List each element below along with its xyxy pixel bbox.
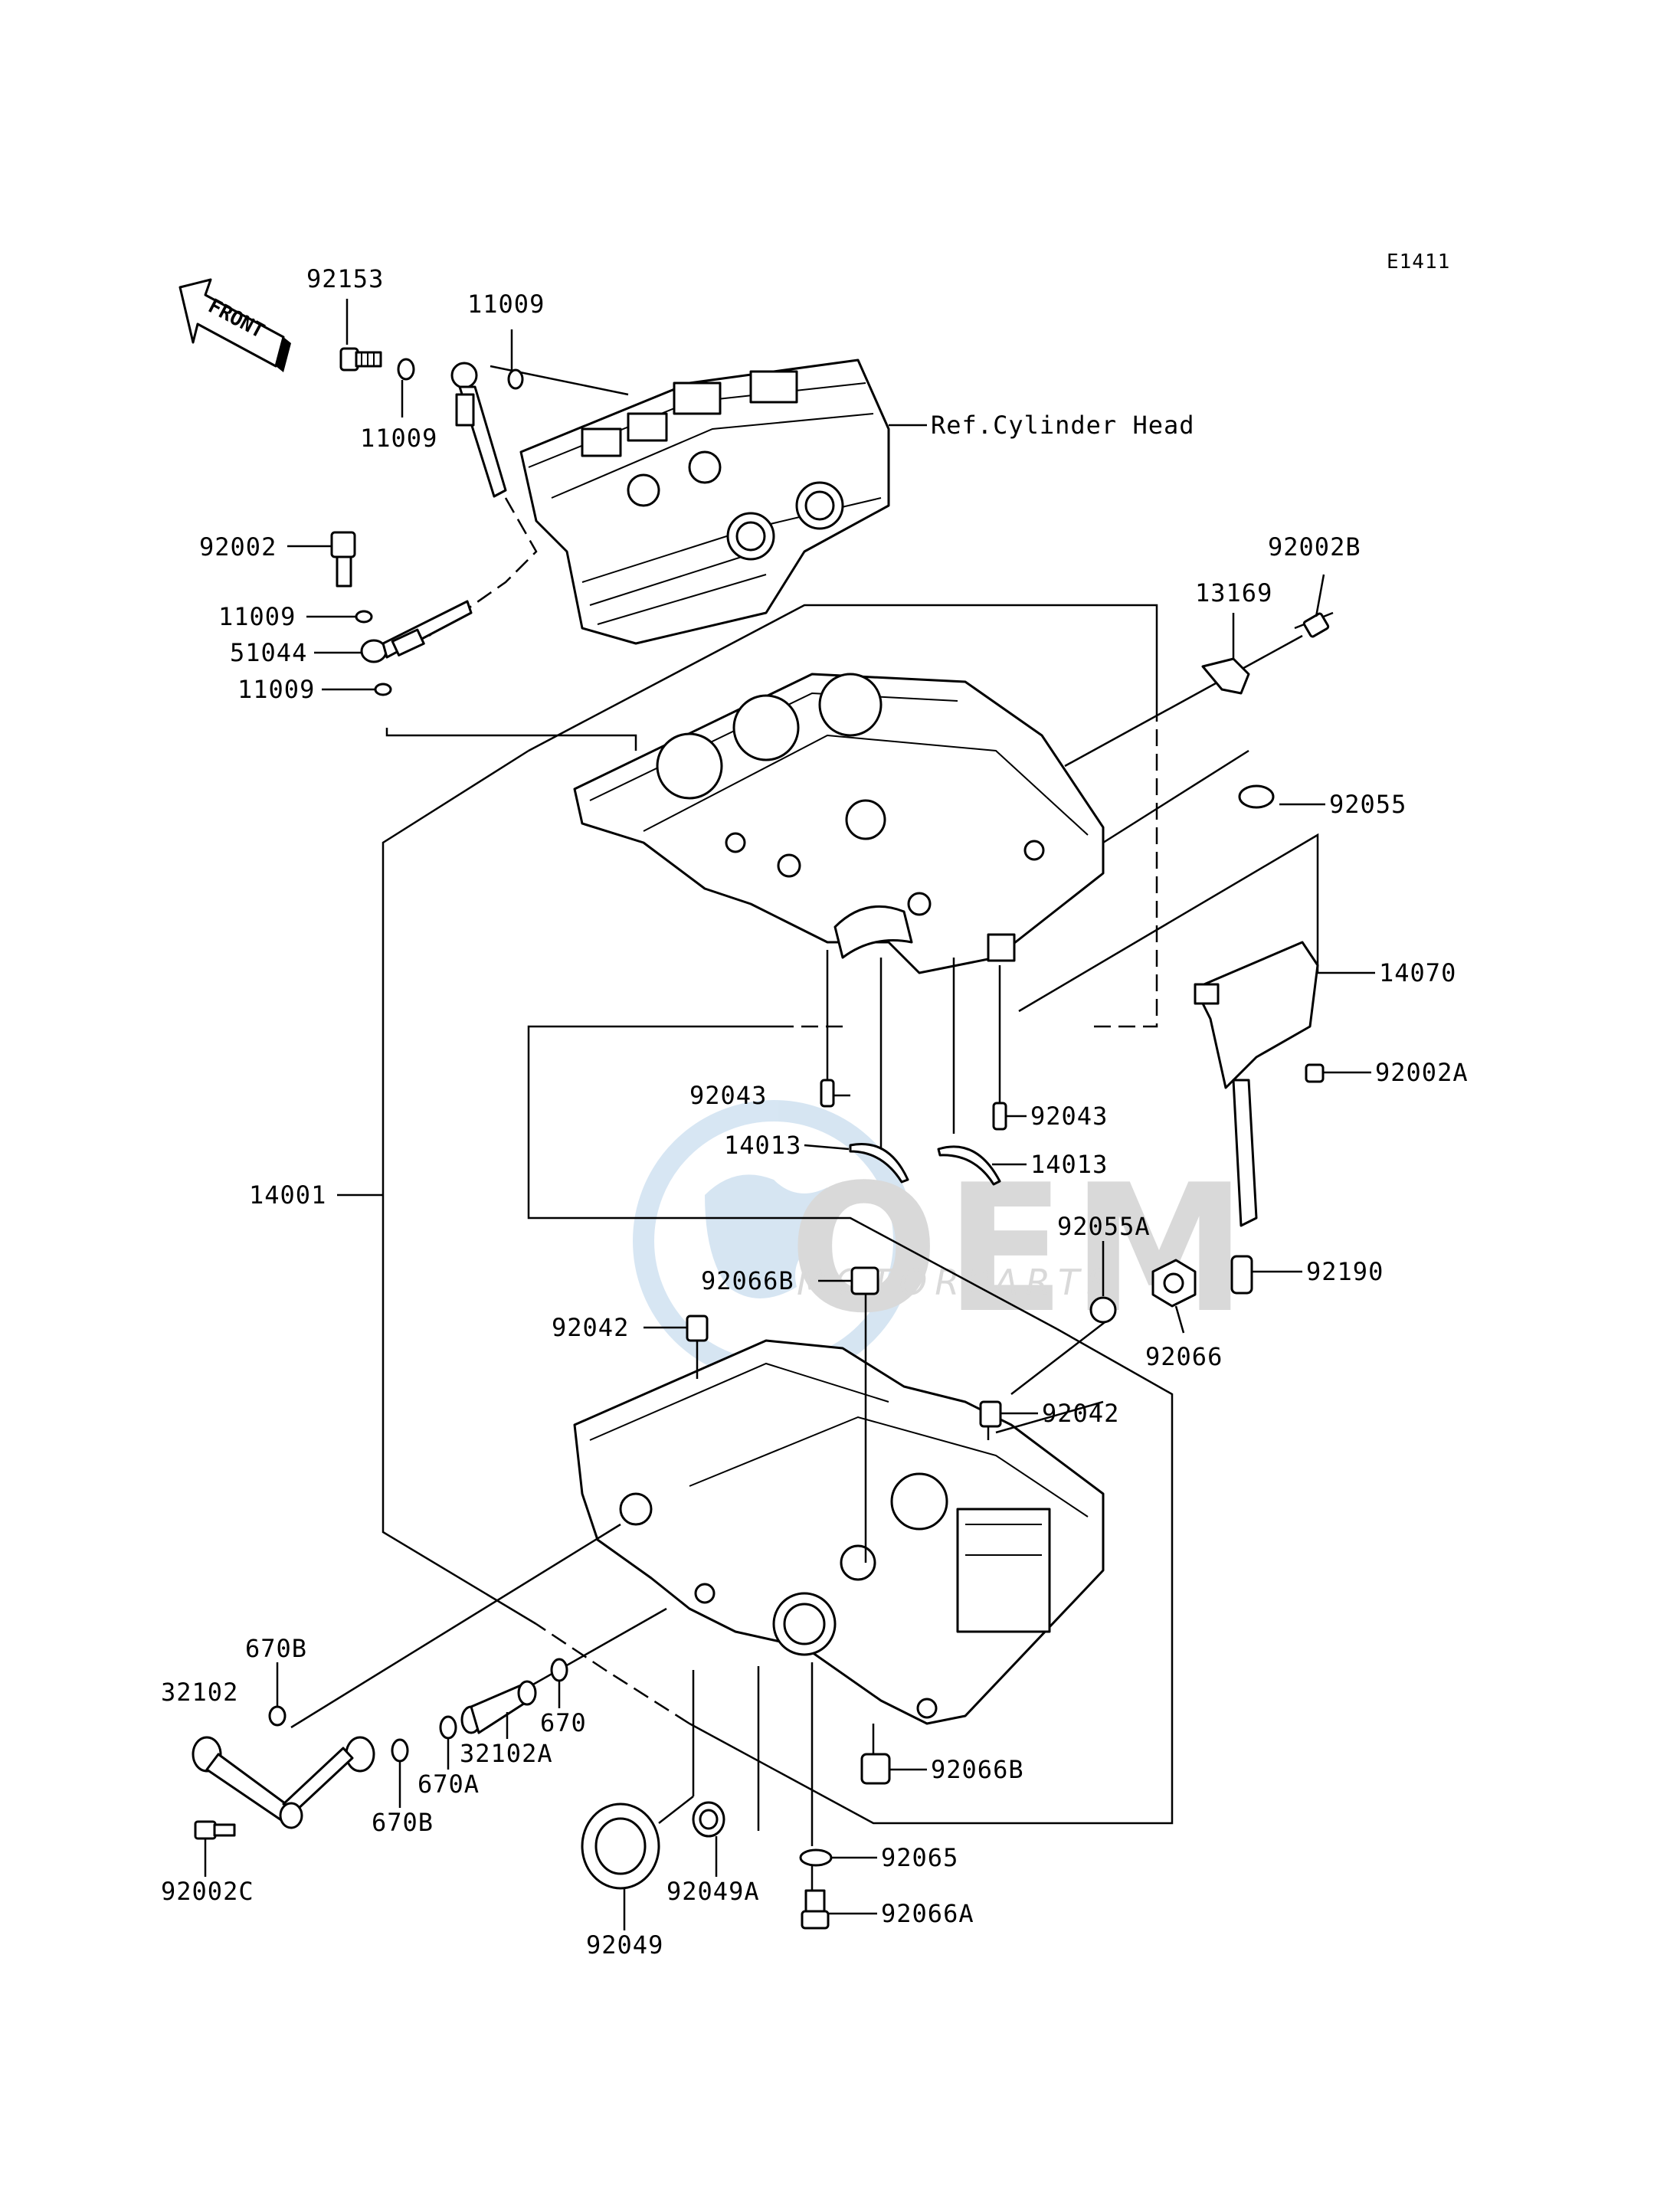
dowel-92042-left-drawing — [686, 1315, 709, 1342]
seal-92049A-drawing — [692, 1801, 725, 1838]
label-11009-b[interactable]: 11009 — [237, 675, 315, 704]
bearing-14013-left-drawing — [849, 1143, 909, 1184]
label-670[interactable]: 670 — [540, 1708, 587, 1737]
label-32102[interactable]: 32102 — [161, 1678, 238, 1707]
label-92065[interactable]: 92065 — [881, 1843, 958, 1872]
label-670B-top[interactable]: 670B — [245, 1634, 307, 1663]
pin-92043-left-drawing — [820, 1079, 835, 1108]
label-92066B-bot[interactable]: 92066B — [931, 1755, 1024, 1784]
hose-92190-drawing — [1230, 1255, 1253, 1295]
plug-92066B-top-drawing — [850, 1266, 879, 1295]
label-13169[interactable]: 13169 — [1195, 578, 1272, 607]
label-92042-left[interactable]: 92042 — [552, 1313, 629, 1342]
washer-11009-b-drawing — [374, 683, 392, 696]
bolt-92002B-drawing — [1302, 612, 1330, 638]
label-14001[interactable]: 14001 — [249, 1180, 326, 1210]
label-92002[interactable]: 92002 — [199, 532, 277, 562]
label-92055A[interactable]: 92055A — [1057, 1212, 1151, 1241]
washer-11009-top-drawing — [507, 368, 524, 390]
label-92066[interactable]: 92066 — [1145, 1342, 1223, 1371]
label-92066A[interactable]: 92066A — [881, 1899, 974, 1928]
label-92002A[interactable]: 92002A — [1375, 1058, 1469, 1087]
seal-92055-drawing — [1238, 784, 1275, 809]
pin-92043-right-drawing — [992, 1102, 1007, 1131]
label-92002C[interactable]: 92002C — [161, 1877, 254, 1906]
oring-670A-drawing — [439, 1715, 457, 1740]
washer-11009-drawing — [397, 358, 415, 381]
label-11009-mid[interactable]: 11009 — [360, 424, 437, 453]
label-92066B-top[interactable]: 92066B — [701, 1266, 794, 1295]
label-670A[interactable]: 670A — [418, 1770, 480, 1799]
label-51044[interactable]: 51044 — [230, 638, 307, 667]
label-92043-left[interactable]: 92043 — [689, 1081, 767, 1110]
cylinder-head-drawing — [519, 359, 890, 645]
oring-670B-top-drawing — [268, 1705, 287, 1727]
seal-92049-drawing — [581, 1802, 660, 1890]
oil-pipe-32102-drawing — [192, 1736, 375, 1829]
front-arrow-icon: FRONT — [178, 278, 291, 372]
dowel-92042-right-drawing — [979, 1400, 1002, 1428]
label-92190[interactable]: 92190 — [1306, 1257, 1384, 1286]
label-11009-a[interactable]: 11009 — [218, 602, 296, 631]
oring-92055A-drawing — [1089, 1296, 1117, 1324]
bolt-92002C-drawing — [194, 1820, 236, 1840]
oring-670-drawing — [550, 1658, 568, 1682]
label-92043-right[interactable]: 92043 — [1030, 1102, 1108, 1131]
label-14070[interactable]: 14070 — [1379, 958, 1456, 987]
label-32102A[interactable]: 32102A — [460, 1739, 553, 1768]
breather-14070-drawing — [1194, 941, 1319, 1227]
bolt-92002A-drawing — [1305, 1063, 1325, 1083]
bolt-92153-drawing — [339, 347, 382, 372]
bolt-92002-drawing — [330, 531, 356, 588]
oil-pipe-drawing — [450, 362, 507, 498]
cap-92066-drawing — [1151, 1259, 1197, 1308]
banjo-51044-drawing — [360, 600, 473, 663]
reference-cylinder-head: Ref.Cylinder Head — [931, 411, 1195, 440]
lower-crankcase-drawing — [573, 1339, 1105, 1725]
pipe-32102A-drawing — [460, 1680, 537, 1734]
upper-crankcase-drawing — [573, 673, 1105, 974]
label-14013-left[interactable]: 14013 — [724, 1131, 801, 1160]
bolt-92066A-drawing — [801, 1889, 830, 1930]
label-92049[interactable]: 92049 — [586, 1930, 663, 1960]
oring-670B-bot-drawing — [391, 1738, 409, 1763]
watermark-sub: MOTORPARTS — [797, 1262, 1117, 1303]
label-92042-right[interactable]: 92042 — [1042, 1399, 1119, 1428]
label-11009-top[interactable]: 11009 — [467, 290, 545, 319]
plug-92066B-bot-drawing — [860, 1753, 891, 1785]
leader-lines — [290, 365, 1375, 1846]
label-670B-bot[interactable]: 670B — [372, 1808, 434, 1837]
label-92153[interactable]: 92153 — [306, 264, 384, 293]
washer-92065-drawing — [799, 1848, 833, 1867]
label-14013-right[interactable]: 14013 — [1030, 1150, 1108, 1179]
watermark-brand: OEM — [789, 1148, 1253, 1352]
diagram-code: E1411 — [1387, 250, 1450, 273]
label-92049A[interactable]: 92049A — [666, 1877, 760, 1906]
bearing-14013-right-drawing — [937, 1145, 1001, 1186]
washer-11009-a-drawing — [355, 610, 373, 624]
label-92002B[interactable]: 92002B — [1268, 532, 1361, 562]
bracket-13169-drawing — [1201, 657, 1250, 695]
label-92055[interactable]: 92055 — [1329, 790, 1407, 819]
